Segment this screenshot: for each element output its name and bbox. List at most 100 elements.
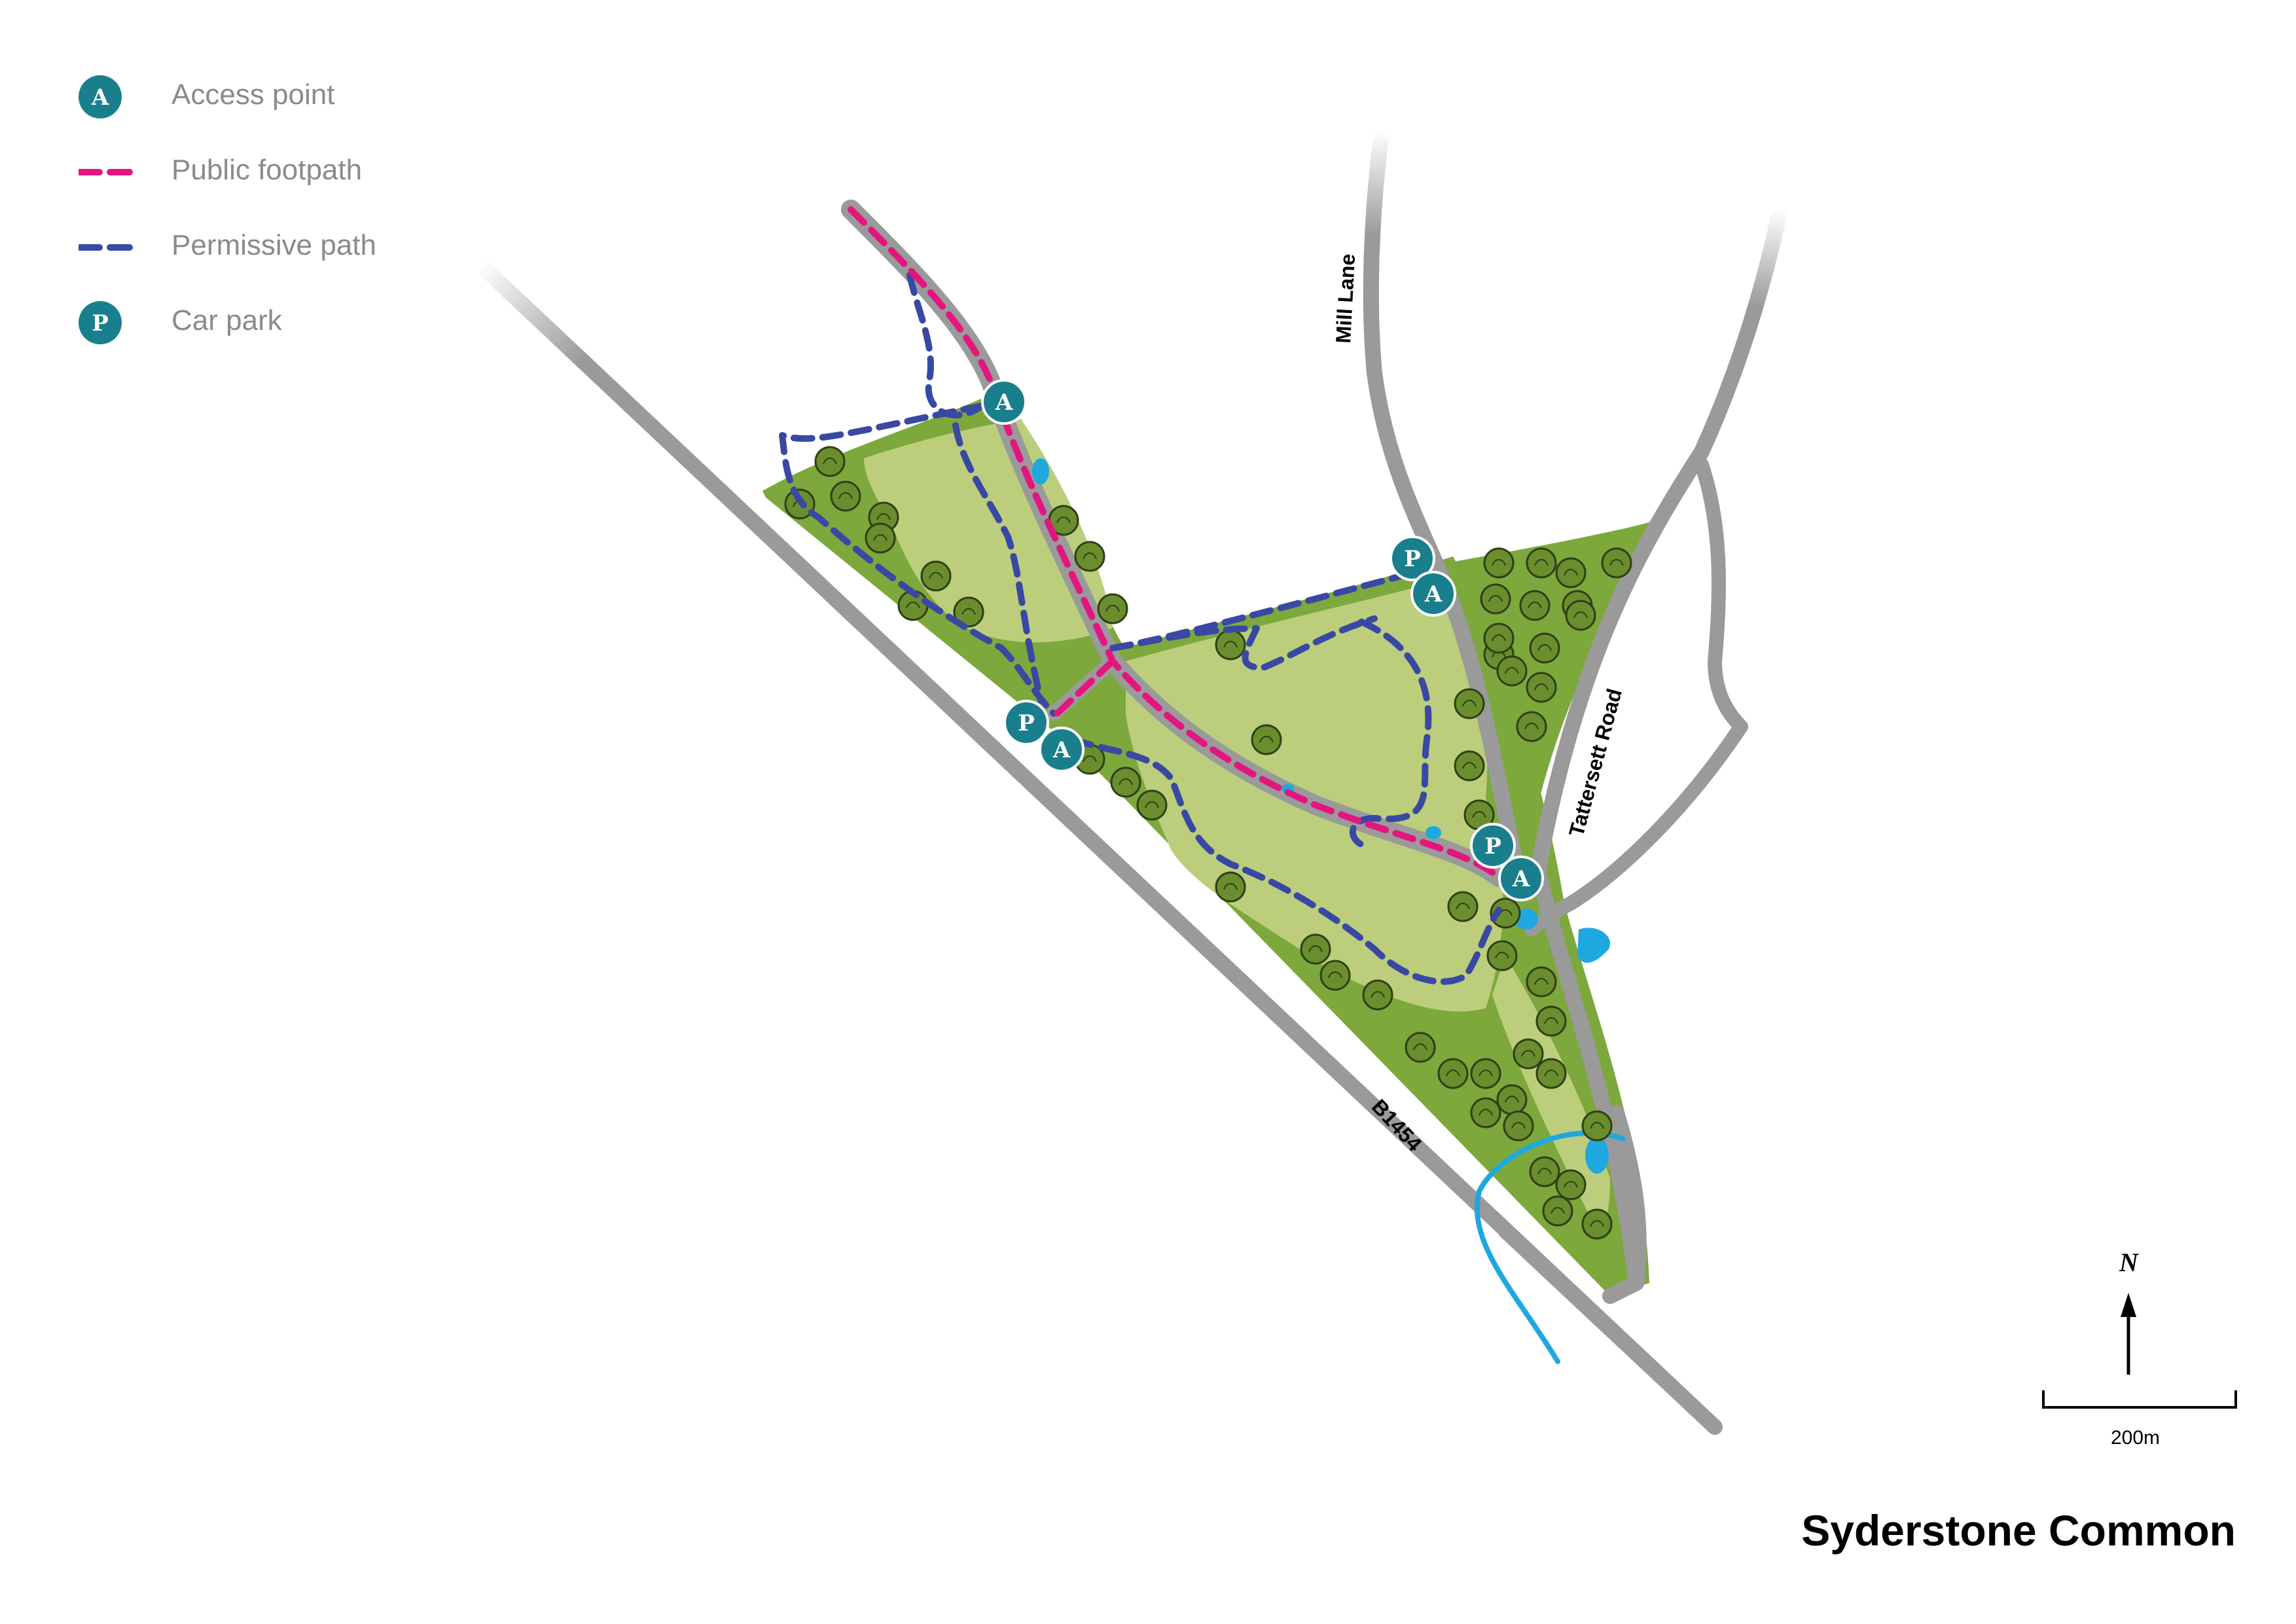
tree-icon (1581, 1110, 1613, 1142)
tree-icon (1529, 632, 1560, 664)
road-label-mill-lane: Mill Lane (1331, 253, 1359, 344)
tree-icon (1215, 629, 1246, 660)
svg-text:A: A (1052, 737, 1071, 763)
legend-label-public-footpath: Public footpath (171, 154, 363, 186)
tree-icon (1470, 1058, 1501, 1089)
car-park-icon: P (79, 301, 122, 344)
mill-lane-road (1363, 130, 1526, 885)
legend-label-access-point: Access point (171, 79, 335, 111)
tree-icon (1486, 940, 1518, 971)
tree-icon (1405, 1032, 1436, 1063)
tree-icon (1565, 600, 1596, 631)
legend-label-car-park: Car park (171, 304, 282, 336)
north-arrow-head (2121, 1293, 2136, 1317)
svg-text:A: A (1512, 866, 1530, 892)
tree-icon (1526, 547, 1557, 579)
common-land (762, 393, 1662, 1296)
pond (1585, 1137, 1609, 1174)
water-features (1032, 458, 1626, 1364)
pond (1426, 826, 1441, 839)
car-park-marker[interactable]: P (1003, 700, 1049, 746)
pond (1577, 928, 1611, 963)
tree-icon (1074, 541, 1105, 572)
tree-icon (1526, 966, 1557, 998)
access-point-marker[interactable]: A (1410, 571, 1456, 617)
b1454-road-lower (1498, 1223, 1723, 1435)
tree-icon (1362, 979, 1393, 1011)
legend-item-public-footpath: Public footpath (79, 147, 537, 223)
tattersett-road (1530, 202, 1788, 1291)
access-point-icon: A (79, 75, 122, 118)
tree-icon (1555, 557, 1587, 588)
tree-icon (1490, 897, 1521, 929)
north-arrow (2121, 1293, 2136, 1375)
tree-icon (1300, 933, 1331, 965)
common-south-clearing (1492, 956, 1610, 1231)
tree-icon (1601, 547, 1632, 579)
tree-icon (1470, 1097, 1501, 1128)
road-label-b1454: B1454 (1367, 1094, 1427, 1156)
tree-icon (1251, 724, 1282, 755)
svg-text:P: P (1018, 710, 1035, 736)
tree-icon (1483, 623, 1515, 654)
public-footpath-swatch-icon (79, 169, 141, 175)
tree-icon (830, 480, 861, 512)
tree-icon (865, 522, 896, 554)
pond (1032, 458, 1049, 484)
tree-icon (1535, 1058, 1567, 1089)
tree-icon (1447, 891, 1479, 922)
tree-icon (1480, 583, 1511, 615)
svg-text:P: P (1404, 546, 1421, 572)
tree-icon (1319, 960, 1351, 991)
tree-icon (1454, 750, 1485, 782)
tree-icon (1513, 1038, 1544, 1070)
tree-icon (814, 446, 846, 477)
tree-icon (1110, 767, 1141, 798)
trees (784, 446, 1632, 1240)
tree-icon (1437, 1058, 1469, 1089)
tree-icon (1516, 711, 1547, 742)
legend-label-permissive-path: Permissive path (171, 229, 377, 261)
public-footpaths (848, 206, 1502, 880)
tree-icon (1535, 1005, 1567, 1037)
scale-bar-line (2042, 1390, 2237, 1409)
permissive-path (952, 422, 1044, 704)
legend-item-car-park: P Car park (79, 298, 537, 373)
car-park-marker[interactable]: P (1390, 535, 1435, 581)
svg-text:A: A (995, 389, 1013, 416)
tree-icon (953, 596, 984, 628)
permissive-path (906, 272, 985, 419)
tree-icon (1215, 871, 1246, 903)
svg-text:P: P (1484, 833, 1501, 859)
car-park-marker[interactable]: P (1470, 823, 1516, 869)
tree-icon (920, 560, 952, 592)
svg-text:P: P (92, 310, 109, 336)
tree-icon (1529, 1156, 1560, 1187)
tree-icon (1581, 1208, 1613, 1240)
svg-text:A: A (91, 84, 109, 111)
tree-icon (1483, 547, 1515, 579)
map-title: Syderstone Common (1801, 1506, 2236, 1555)
tree-icon (1097, 593, 1128, 624)
permissive-path (1070, 736, 1502, 985)
public-footpath (1050, 658, 1116, 720)
stream (1474, 1130, 1626, 1364)
permissive-path-swatch-icon (79, 244, 141, 251)
tree-icon (1503, 1110, 1534, 1142)
side-lane (1524, 458, 1748, 937)
tree-icon (1519, 590, 1551, 621)
access-point-marker[interactable]: A (981, 379, 1027, 425)
tree-icon (1542, 1195, 1573, 1227)
tree-icon (1526, 672, 1557, 703)
scale-bar (2042, 1390, 2237, 1409)
access-point-marker[interactable]: A (1039, 727, 1085, 772)
tree-icon (1555, 1169, 1587, 1200)
access-point-marker[interactable]: A (1498, 856, 1544, 901)
map-legend: A Access point Public footpath Permissiv… (79, 72, 537, 373)
map-markers: A P A P A P A (981, 379, 1544, 901)
tree-icon (1136, 789, 1168, 821)
permissive-path (1109, 569, 1417, 651)
permissive-path (779, 403, 1057, 717)
legend-item-access-point: A Access point (79, 72, 537, 147)
